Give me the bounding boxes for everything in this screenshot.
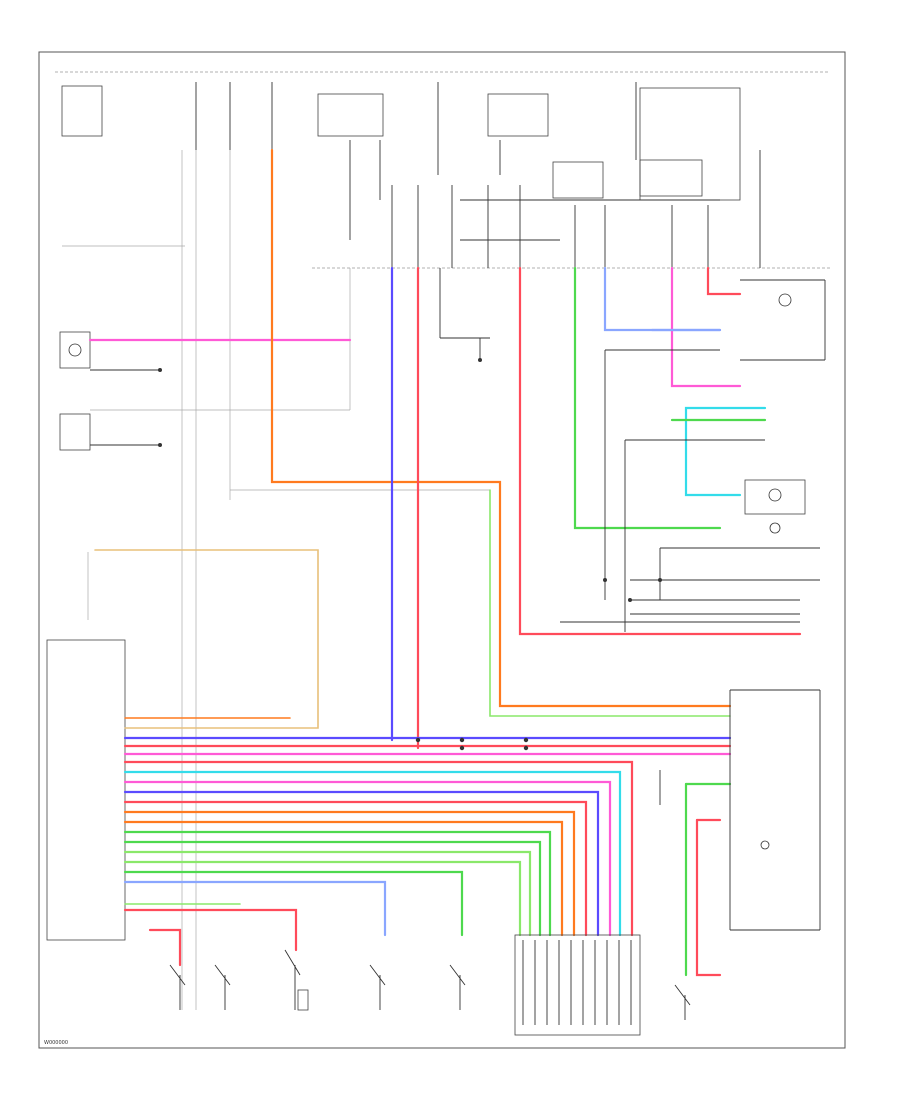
fuse-relay-area (55, 71, 830, 1010)
right-black-wires (439, 268, 826, 931)
splice-points (415, 358, 662, 751)
bottom-connector (514, 934, 641, 1036)
wire-harness (88, 148, 802, 977)
bottom-switches (169, 949, 691, 1020)
diagram-id-label: W000000 (44, 1040, 68, 1046)
diagram-frame (38, 51, 846, 1049)
left-components (46, 331, 162, 941)
right-components (744, 293, 806, 850)
